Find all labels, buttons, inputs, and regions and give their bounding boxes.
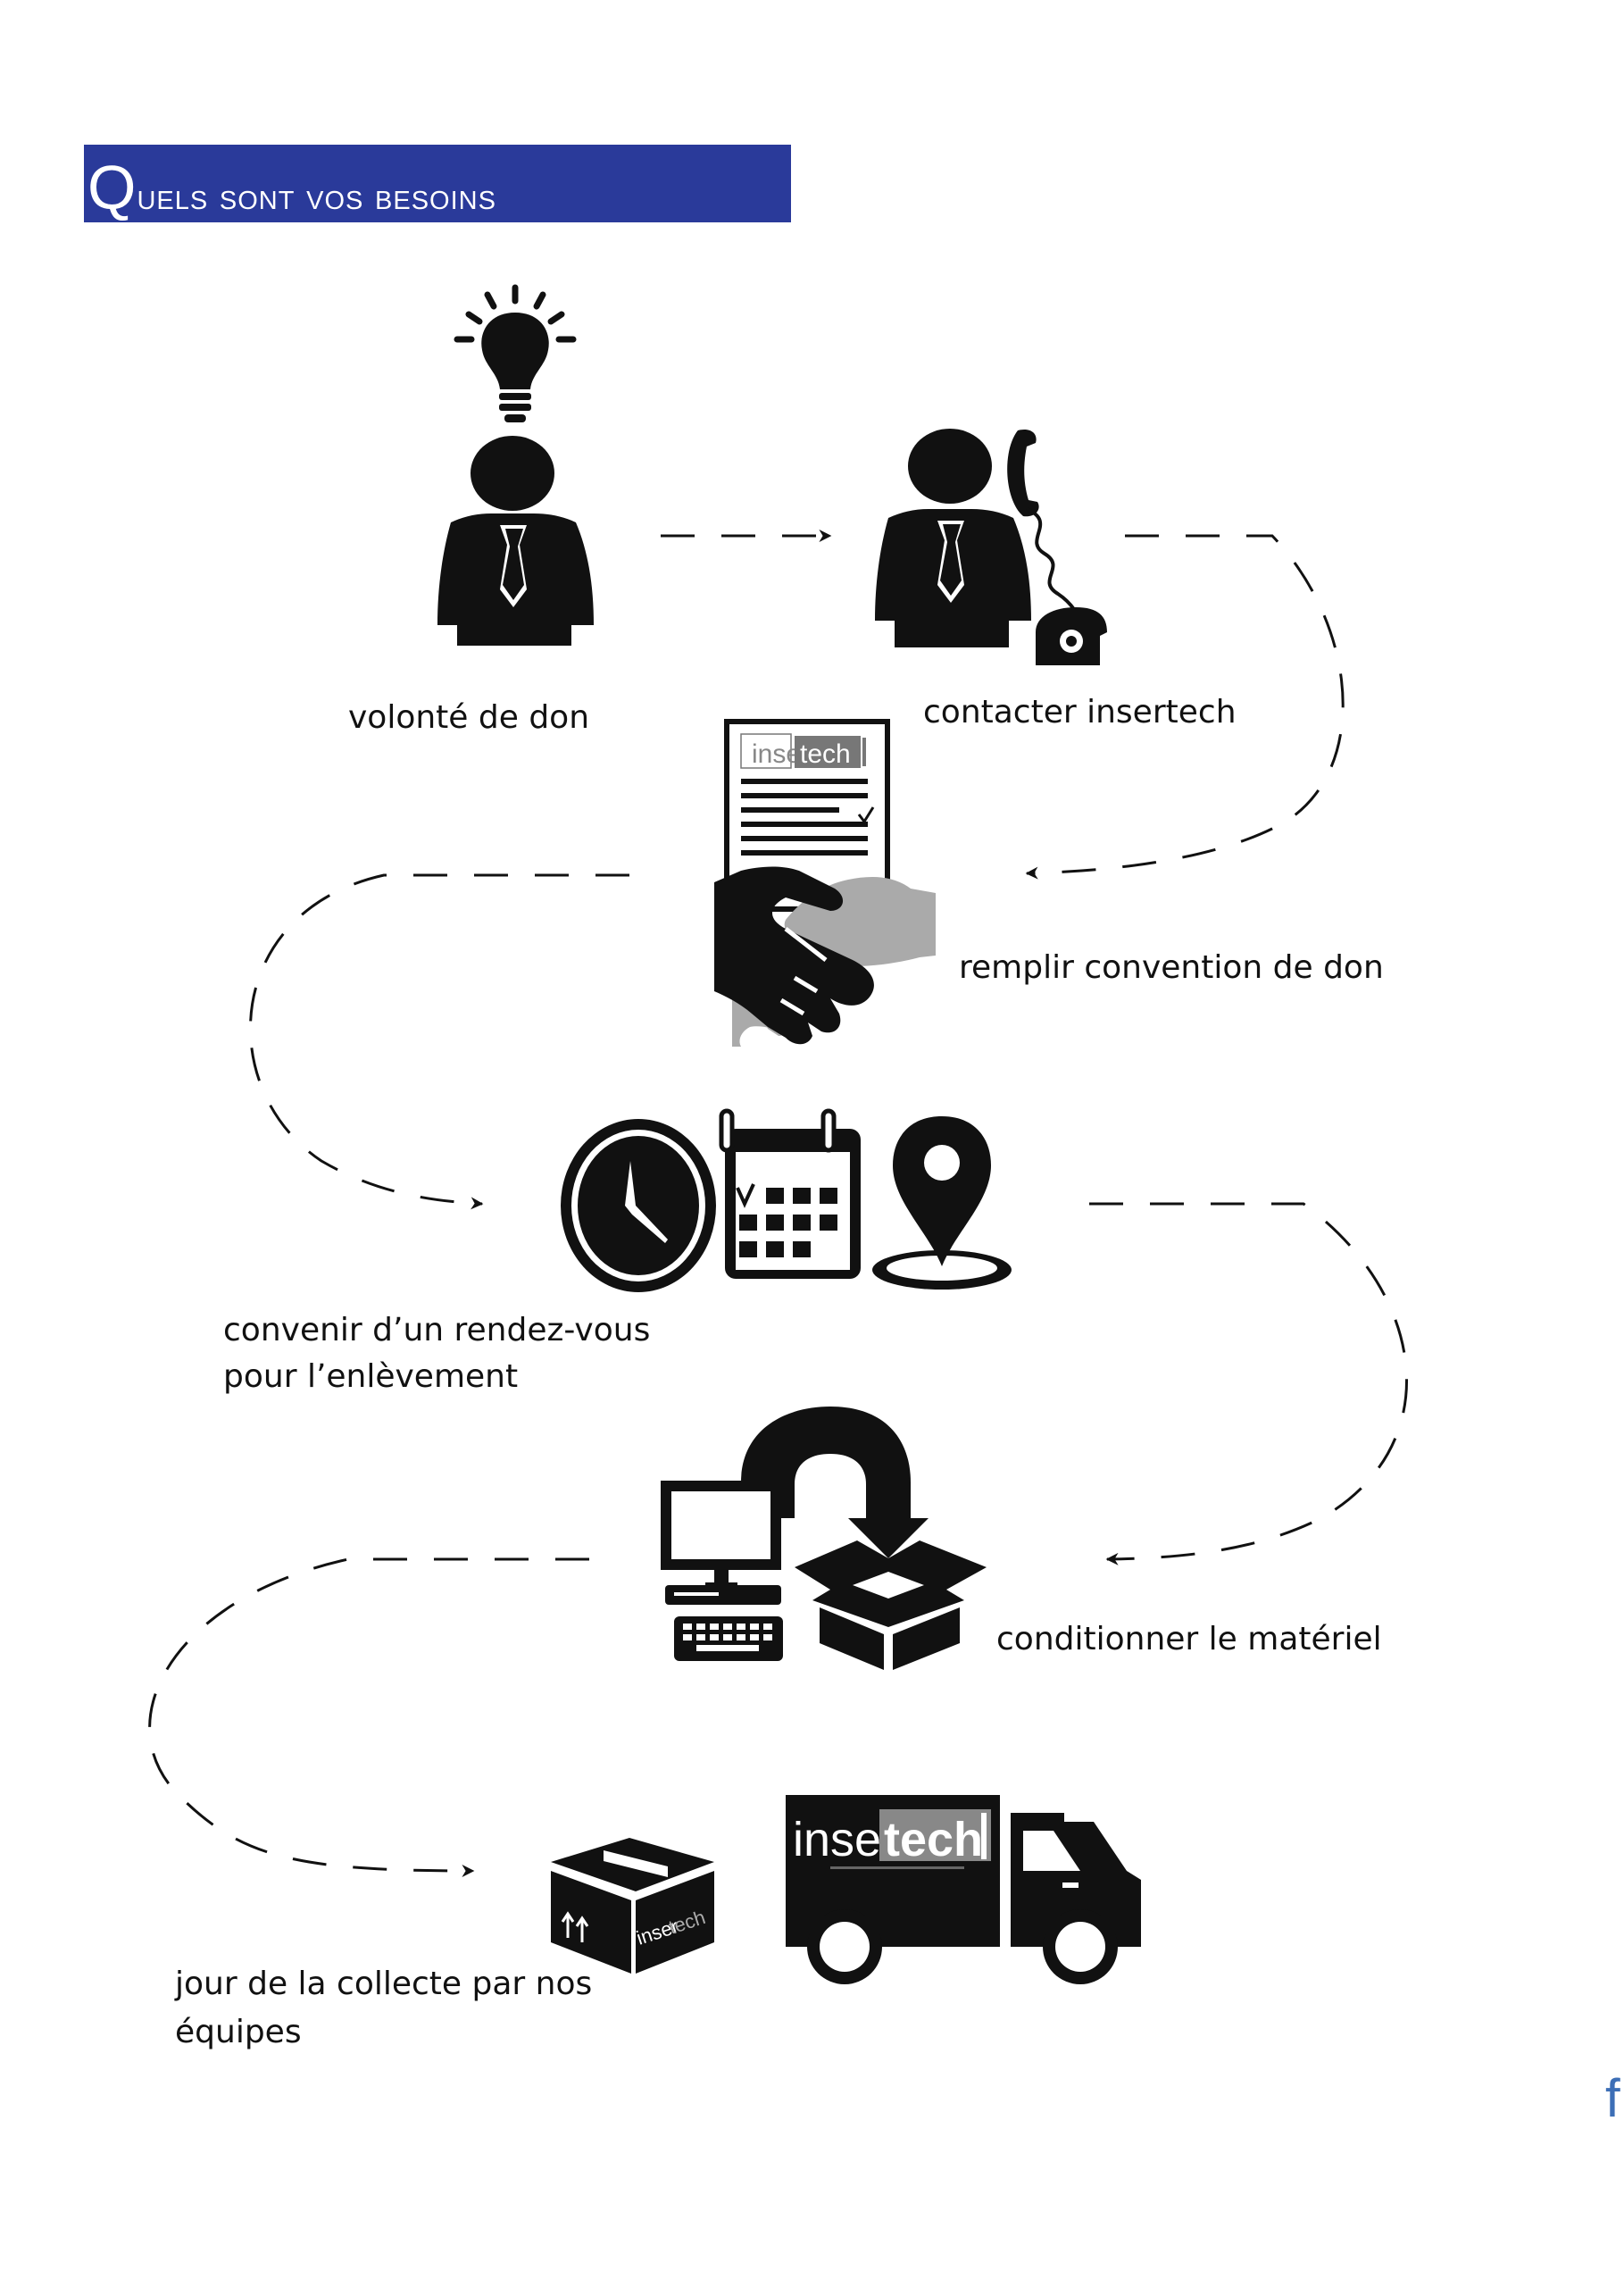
title-banner: Quels sont vos besoins [84, 145, 791, 222]
connector-4-5 [1089, 1202, 1408, 1565]
connector-5-6 [148, 1557, 589, 1877]
computer-icon [661, 1481, 783, 1661]
step-2-label: contacter insertech [923, 694, 1237, 730]
step-4-label-line2: pour l’enlèvement [223, 1358, 519, 1395]
contract-handshake-icon: inser tech [714, 719, 936, 1047]
step-4-label-line1: convenir d’un rendez-vous [223, 1312, 651, 1348]
calendar-icon [719, 1108, 861, 1279]
computer-box-icon [661, 1407, 987, 1670]
connector-2-3 [1025, 534, 1345, 880]
box-truck-icon: inser tech inser tech [551, 1795, 1141, 1984]
step-5-label: conditionner le matériel [996, 1621, 1382, 1657]
step-1-label: volonté de don [348, 699, 590, 736]
sealed-box-icon: inser tech [551, 1838, 714, 1974]
location-pin-icon [872, 1116, 1012, 1290]
clock-icon [561, 1119, 716, 1292]
page-corner-mark: f [1605, 2068, 1620, 2128]
person-idea-icon [437, 284, 594, 646]
truck-brand-bold: tech [884, 1813, 983, 1866]
step-3-label: remplir convention de don [959, 949, 1384, 986]
step-6-label-line1: jour de la collecte par nos [175, 1966, 593, 2002]
clock-calendar-pin-icon [561, 1108, 1012, 1292]
contract-brand-bold: tech [800, 739, 851, 769]
open-box-icon [795, 1540, 987, 1670]
person-phone-icon [875, 429, 1107, 665]
truck-icon: inser tech [786, 1795, 1141, 1984]
connector-3-4 [248, 873, 629, 1210]
page-title: Quels sont vos besoins [87, 153, 496, 222]
step-6-label-line2: équipes [175, 2014, 302, 2050]
